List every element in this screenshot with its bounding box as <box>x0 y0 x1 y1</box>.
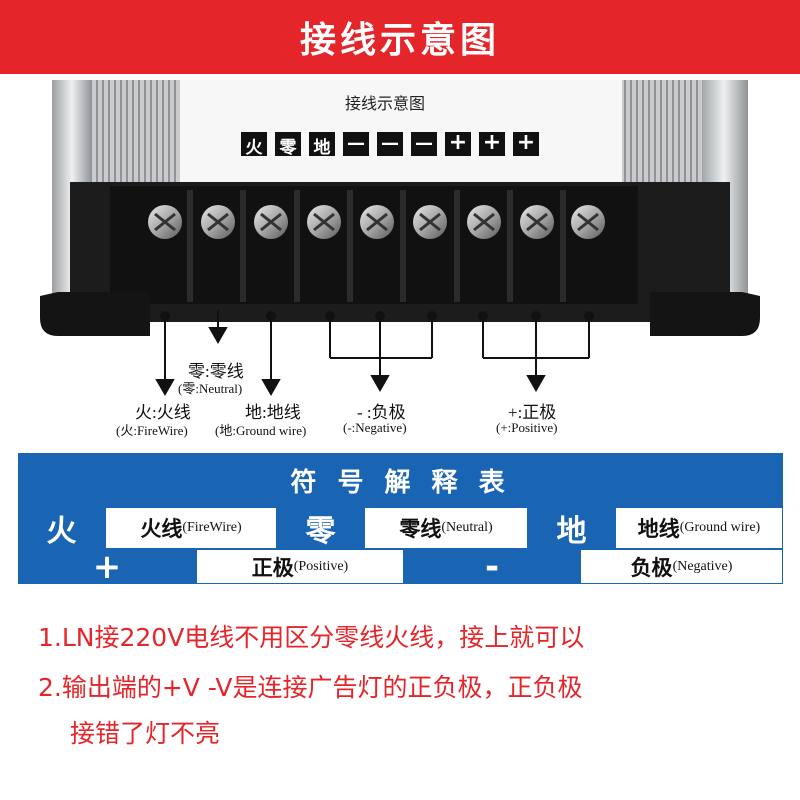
positive-label: +:正极 <box>508 403 557 422</box>
panel-symbol-positive-3: + <box>516 130 536 155</box>
legend-desc-fire: 火线 (FireWire) <box>105 507 277 549</box>
legend-en-negative: (Negative) <box>672 558 733 574</box>
ground-label: 地:地线 <box>245 403 301 422</box>
panel-symbol-ground: 地 <box>313 138 331 158</box>
legend-cn-fire: 火线 <box>140 517 183 541</box>
panel-symbol-neutral: 零 <box>279 138 297 158</box>
legend-title: 符 号 解 释 表 <box>290 467 511 498</box>
page-title: 接线示意图 <box>299 20 500 61</box>
panel-symbol-positive-2: + <box>482 130 502 155</box>
fire-sub-label: (火:FireWire) <box>116 423 188 438</box>
power-supply-drawing <box>40 80 760 336</box>
legend-desc-ground: 地线 (Ground wire) <box>615 507 783 549</box>
neutral-sub-label: (零:Neutral) <box>178 381 243 396</box>
legend-desc-negative: 负极 (Negative) <box>580 549 783 584</box>
ground-sub-label: (地:Ground wire) <box>215 423 307 438</box>
legend-title-bar: 符 号 解 释 表 <box>18 453 783 507</box>
legend-symbol-fire: 火 <box>18 507 105 549</box>
legend-en-neutral: (Neutral) <box>441 520 493 535</box>
panel-symbol-negative-2: — <box>381 133 399 154</box>
terminal-separators <box>187 190 566 302</box>
neutral-label: 零:零线 <box>188 362 244 381</box>
legend-en-fire: (FireWire) <box>182 520 242 535</box>
note-3: 接错了灯不亮 <box>70 719 221 748</box>
legend-symbol-neutral: 零 <box>277 507 364 549</box>
panel-symbol-negative-3: — <box>415 133 433 154</box>
legend-cn-positive: 正极 <box>251 555 294 580</box>
fire-label: 火:火线 <box>135 403 191 422</box>
positive-sub-label: (+:Positive) <box>496 420 558 435</box>
legend-en-ground: (Ground wire) <box>679 520 761 535</box>
panel-symbol-boxes <box>241 132 539 156</box>
legend-cn-neutral: 零线 <box>399 517 442 541</box>
legend-desc-positive: 正极 (Positive) <box>196 549 404 584</box>
note-2: 2.输出端的+V -V是连接广告灯的正负极，正负极 <box>38 673 583 702</box>
wiring-lines <box>155 310 594 397</box>
panel-symbol-negative-1: — <box>347 133 365 154</box>
legend-symbol-ground: 地 <box>528 507 615 549</box>
terminal-screws <box>148 205 605 239</box>
power-supply-illustration: 接线示意图 火 零 地 — — — + + + <box>0 74 800 344</box>
negative-sub-label: (-:Negative) <box>343 420 407 435</box>
legend-symbol-positive: + <box>18 547 196 587</box>
negative-label: - :负极 <box>357 403 406 422</box>
panel-title: 接线示意图 <box>345 94 426 113</box>
header-banner: 接线示意图 <box>0 0 800 74</box>
legend-cn-ground: 地线 <box>637 517 680 541</box>
panel-symbol-positive-1: + <box>448 130 468 155</box>
panel-symbol-fire: 火 <box>245 138 263 158</box>
legend-desc-neutral: 零线 (Neutral) <box>364 507 528 549</box>
legend-en-positive: (Positive) <box>293 558 349 574</box>
legend-cn-negative: 负极 <box>630 555 673 580</box>
legend-symbol-negative: - <box>404 547 580 587</box>
note-1: 1.LN接220V电线不用区分零线火线，接上就可以 <box>38 623 585 652</box>
